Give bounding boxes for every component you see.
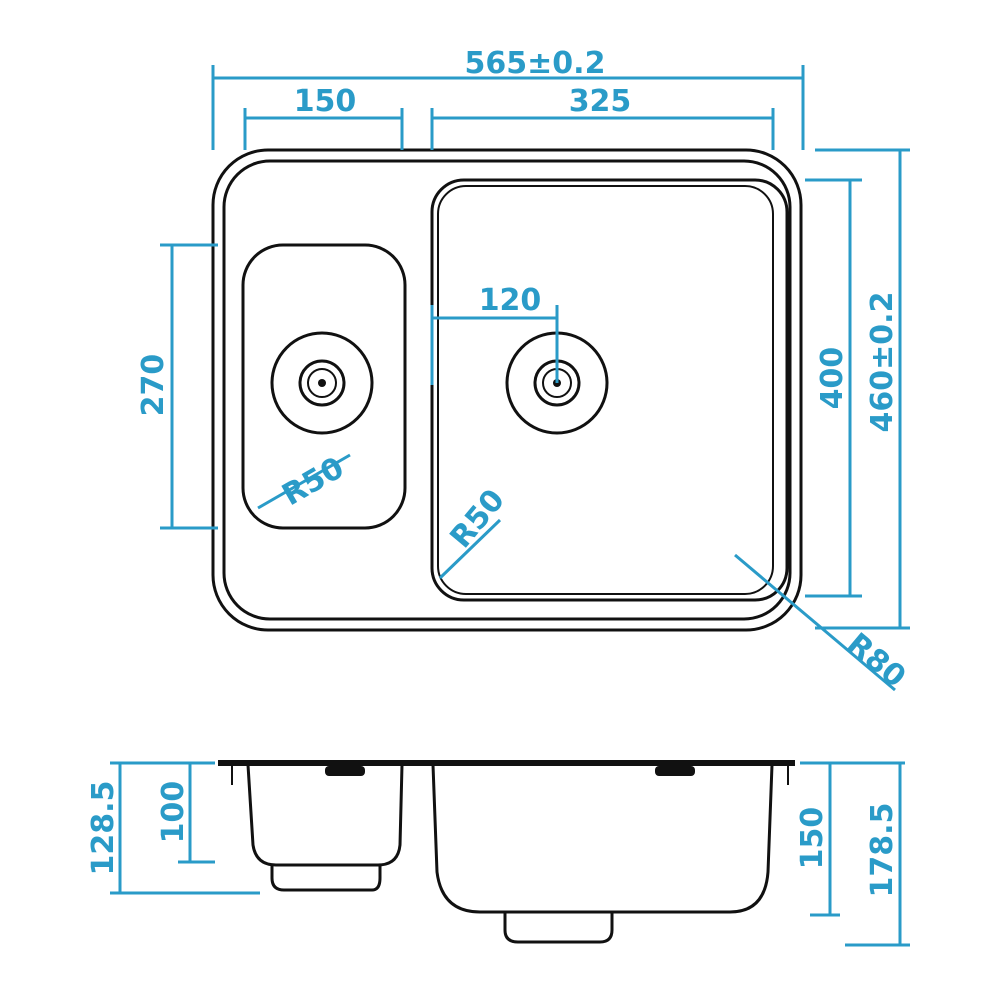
small-bowl-length-label: 270	[136, 354, 171, 417]
small-total-depth-label: 128.5	[86, 781, 121, 876]
overall-width-label: 565±0.2	[465, 46, 606, 81]
top-view	[211, 148, 803, 632]
large-bowl-length-label: 400	[815, 347, 850, 410]
small-bowl-width-label: 150	[294, 84, 357, 119]
overall-length-label: 460±0.2	[865, 292, 900, 433]
large-total-depth-label: 178.5	[865, 803, 900, 898]
corner-radius-label: R80	[840, 626, 912, 695]
large-bowl-depth-label: 150	[795, 807, 830, 870]
large-bowl	[430, 178, 789, 602]
drain-offset-label: 120	[479, 283, 542, 318]
outer-rim	[211, 148, 803, 632]
large-bowl-width-label: 325	[569, 84, 632, 119]
large-bowl-radius-label: R50	[443, 483, 512, 555]
small-bowl-depth-label: 100	[156, 781, 191, 844]
side-view	[218, 760, 795, 944]
inner-rim	[222, 159, 792, 621]
small-bowl	[241, 243, 407, 530]
small-drain-icon	[270, 331, 374, 435]
large-bowl-inner	[437, 185, 774, 595]
side-dimension-lines	[110, 761, 910, 947]
dimension-lines	[160, 65, 910, 692]
